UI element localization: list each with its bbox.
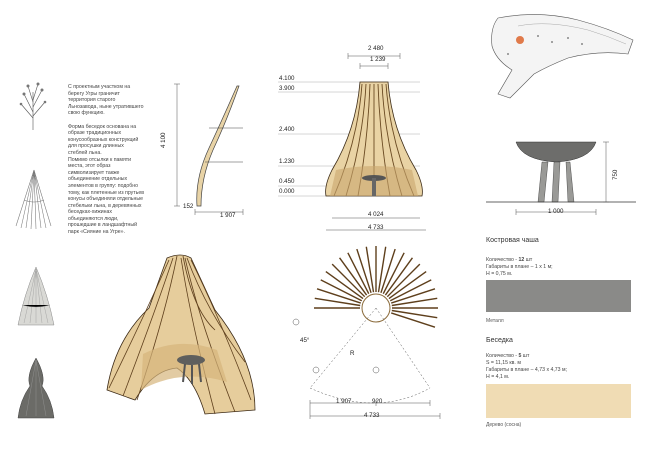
description-line: беседках-хижинах bbox=[68, 209, 112, 216]
metal-swatch bbox=[486, 280, 631, 312]
description-line: объединяются люди, bbox=[68, 215, 119, 222]
elevation-width-top: 2 480 bbox=[368, 45, 384, 52]
plan-rib bbox=[325, 270, 364, 300]
flax-stook-sketch bbox=[17, 266, 55, 326]
description-line: места, этот образ bbox=[68, 163, 111, 170]
plan-rib bbox=[338, 257, 368, 296]
gazebo-size: Габариты в плане – 4,73 х 4,73 м; bbox=[486, 367, 568, 373]
level-0000: 0.000 bbox=[279, 188, 295, 195]
description-line: элементов в группу: подобно bbox=[68, 182, 138, 189]
plan-rib bbox=[356, 248, 372, 293]
description-line: берегу Угры граничит bbox=[68, 90, 120, 97]
description-line bbox=[68, 117, 160, 124]
fire-bowl-title: Костровая чаша bbox=[486, 237, 539, 244]
plan-rib bbox=[391, 312, 436, 328]
plan-radius: R bbox=[350, 350, 355, 357]
wood-label: Дерево (сосна) bbox=[486, 422, 522, 428]
plan-rib bbox=[391, 297, 438, 307]
flax-cone-sketch bbox=[15, 169, 52, 230]
description-line: С проектным участком на bbox=[68, 84, 131, 90]
plan-rib bbox=[386, 263, 421, 298]
description-line: прошедшие в ландшафтный bbox=[68, 222, 137, 229]
description-line: объединение отдельных bbox=[68, 176, 128, 183]
gazebo-qty: Количество - 5 шт bbox=[486, 353, 530, 359]
description-line: Форма беседок основана на bbox=[68, 123, 137, 130]
fire-bowl-drawing bbox=[486, 141, 636, 215]
flax-plant-sketch bbox=[19, 82, 47, 130]
level-0450: 0.450 bbox=[279, 178, 295, 185]
gazebo-plan-drawing bbox=[292, 246, 441, 419]
plan-rib bbox=[382, 252, 405, 295]
wood-swatch bbox=[486, 384, 631, 418]
site-plan-map bbox=[491, 14, 634, 99]
bowl-height-dim: 750 bbox=[612, 169, 619, 180]
description-line: Льнозавода, ныне утратившего bbox=[68, 103, 144, 110]
section-width-dim: 1 907 bbox=[220, 212, 236, 219]
plan-dim-left: 1 907 bbox=[336, 398, 352, 405]
level-4100: 4.100 bbox=[279, 75, 295, 82]
description-line: стебельки льна, в деревянных bbox=[68, 202, 142, 209]
plan-rib bbox=[380, 248, 396, 293]
plan-angle: 45° bbox=[300, 337, 310, 344]
gazebo-height: H = 4,1 м. bbox=[486, 374, 510, 380]
description-line: Помимо отсылки к памяти bbox=[68, 156, 132, 163]
elevation-drawing bbox=[278, 53, 426, 231]
plan-rib bbox=[331, 263, 366, 298]
plan-rib bbox=[384, 257, 414, 296]
plan-rib bbox=[388, 270, 427, 300]
plan-rib bbox=[347, 252, 370, 295]
section-base-offset: 152 bbox=[183, 203, 194, 210]
elevation-width-base: 4 024 bbox=[368, 211, 384, 218]
description-line: конусообразных конструкций bbox=[68, 136, 139, 143]
plan-rib bbox=[365, 246, 375, 293]
plan-rib bbox=[377, 246, 387, 293]
description-line: свою функцию. bbox=[68, 110, 105, 117]
plan-rib bbox=[316, 288, 361, 304]
plan-rib bbox=[391, 309, 438, 319]
elevation-width-inner: 1 239 bbox=[370, 56, 386, 63]
metal-label: Металл bbox=[486, 318, 504, 324]
gazebo-area: S = 11,15 кв. м bbox=[486, 360, 521, 366]
level-3900: 3.900 bbox=[279, 85, 295, 92]
fire-bowl-qty: Количество - 12 шт bbox=[486, 257, 533, 263]
plan-dim-total: 4 733 bbox=[364, 412, 380, 419]
description-line: тому, как плетенные из прутьев bbox=[68, 189, 144, 196]
plan-rib bbox=[391, 288, 436, 304]
fire-bowl-height: H = 0,75 м. bbox=[486, 271, 513, 277]
section-height-dim: 4 100 bbox=[160, 132, 167, 148]
description-line: образе традиционных bbox=[68, 130, 122, 137]
fire-bowl-size: Габариты в плане – 1 х 1 м; bbox=[486, 264, 553, 270]
description-line: конусы объединяли отдельные bbox=[68, 196, 143, 203]
description-line: для просушки длинных bbox=[68, 143, 124, 150]
bowl-width-dim: 1 000 bbox=[548, 208, 564, 215]
plan-rib bbox=[320, 279, 363, 302]
level-2400: 2.400 bbox=[279, 126, 295, 133]
description-line: стеблей льна. bbox=[68, 149, 102, 156]
level-1230: 1.230 bbox=[279, 158, 295, 165]
plan-rib bbox=[389, 279, 432, 302]
description-line: символизирует также bbox=[68, 169, 120, 176]
description-line: территория старого bbox=[68, 97, 116, 104]
elevation-width-total: 4 733 bbox=[368, 224, 384, 231]
gazebo-3d-render bbox=[106, 254, 256, 415]
gazebo-title: Беседка bbox=[486, 337, 513, 344]
plan-dim-right: 920 bbox=[372, 398, 383, 405]
section-drawing bbox=[174, 83, 244, 215]
plan-rib bbox=[314, 297, 361, 307]
description-line: парк «Сияние на Угре». bbox=[68, 229, 125, 236]
flax-bundle-sketch bbox=[17, 357, 55, 419]
